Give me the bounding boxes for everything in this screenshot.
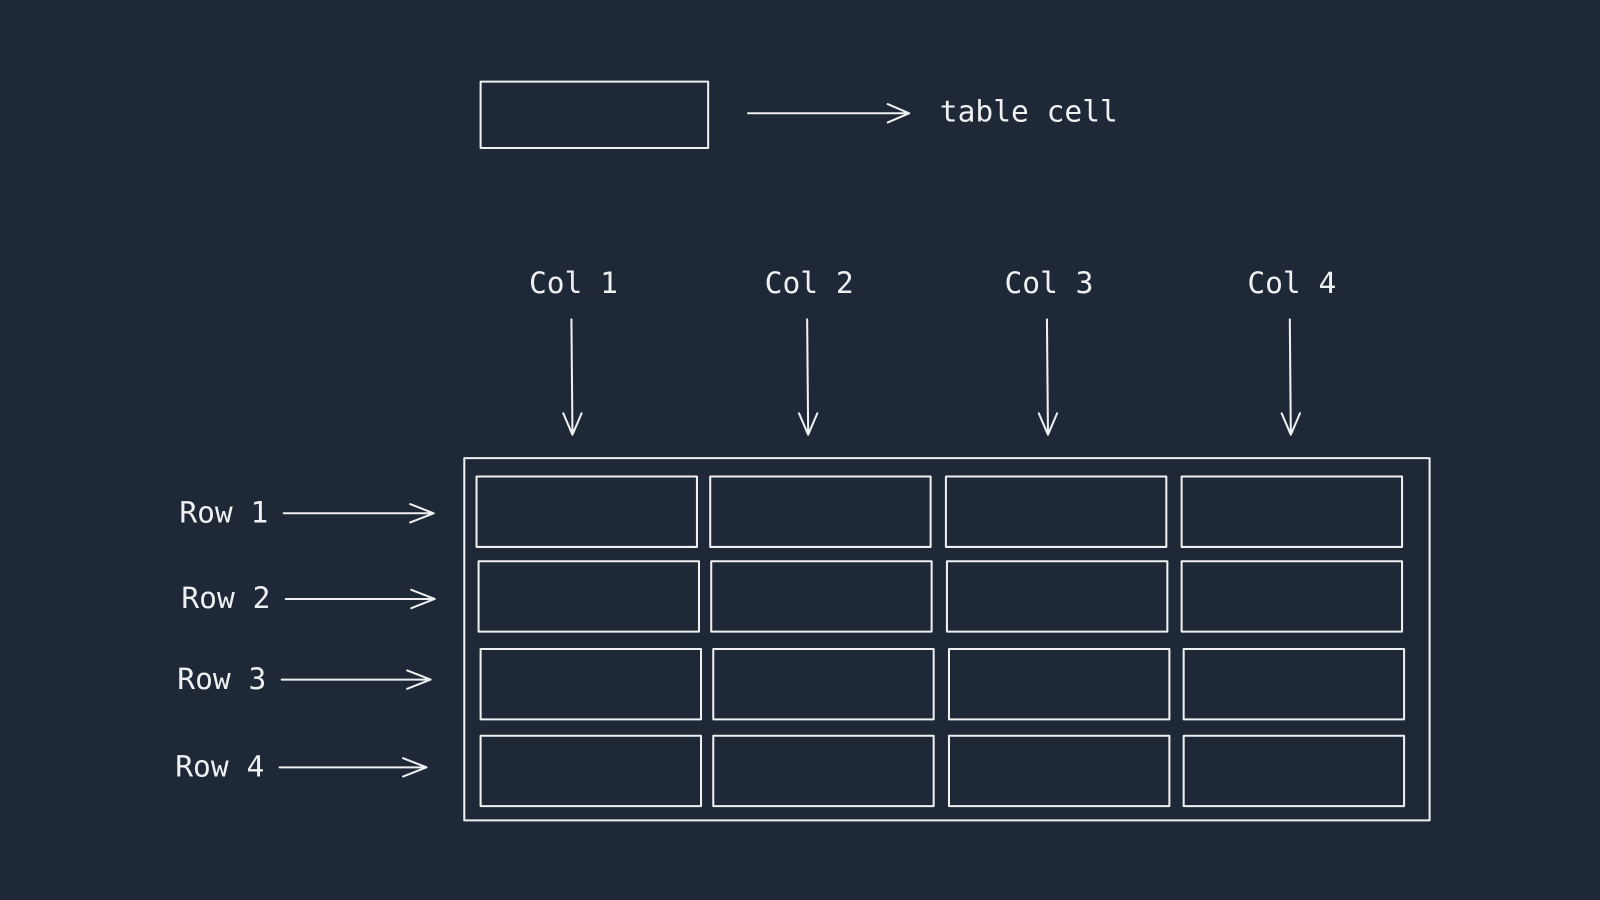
legend-cell-sample bbox=[479, 80, 710, 149]
legend: table cell bbox=[479, 80, 1118, 149]
table-cell-r1-c3 bbox=[944, 475, 1168, 548]
table-cell-r2-c2 bbox=[710, 560, 933, 633]
arrow-down-icon bbox=[562, 318, 583, 436]
column-label: Col 3 bbox=[1004, 266, 1093, 300]
row-label: Row 2 bbox=[181, 581, 270, 615]
table-cell-r2-c1 bbox=[477, 560, 700, 633]
arrow-right-icon bbox=[278, 757, 428, 778]
legend-arrow-icon bbox=[746, 103, 911, 124]
legend-label: table cell bbox=[940, 94, 1118, 128]
table-cell-r3-c1 bbox=[479, 647, 703, 721]
row-label: Row 4 bbox=[175, 750, 264, 784]
table-cell-r1-c4 bbox=[1180, 475, 1404, 548]
arrow-right-icon bbox=[280, 669, 432, 690]
row-label: Row 1 bbox=[179, 495, 268, 529]
column-labels: Col 1 Col 2 Col 3 Col 4 bbox=[529, 266, 1336, 436]
table-cell-r3-c2 bbox=[712, 647, 935, 721]
table-cell-r1-c2 bbox=[709, 475, 932, 548]
row-label: Row 3 bbox=[177, 662, 266, 696]
table-cell-r2-c4 bbox=[1180, 560, 1404, 633]
table-cell-r3-c3 bbox=[947, 647, 1171, 721]
arrow-down-icon bbox=[797, 318, 819, 436]
table-cell-r1-c1 bbox=[475, 475, 698, 548]
arrow-right-icon bbox=[284, 588, 436, 610]
table-cell-r2-c3 bbox=[945, 560, 1169, 633]
table-cell-r4-c2 bbox=[712, 734, 935, 808]
row-labels: Row 1 Row 2 Row 3 Row 4 bbox=[175, 495, 436, 784]
arrow-down-icon bbox=[1280, 318, 1302, 436]
table-cells bbox=[475, 475, 1406, 808]
table-cell-r4-c1 bbox=[479, 734, 703, 808]
table-cell-r4-c3 bbox=[947, 734, 1171, 808]
column-label: Col 2 bbox=[765, 266, 854, 300]
table-outline bbox=[463, 457, 1431, 822]
arrow-right-icon bbox=[282, 503, 435, 524]
column-label: Col 4 bbox=[1247, 266, 1336, 300]
table-cell-r4-c4 bbox=[1182, 734, 1406, 808]
table-cell-r3-c4 bbox=[1182, 647, 1406, 721]
arrow-down-icon bbox=[1037, 318, 1059, 436]
column-label: Col 1 bbox=[529, 266, 618, 300]
